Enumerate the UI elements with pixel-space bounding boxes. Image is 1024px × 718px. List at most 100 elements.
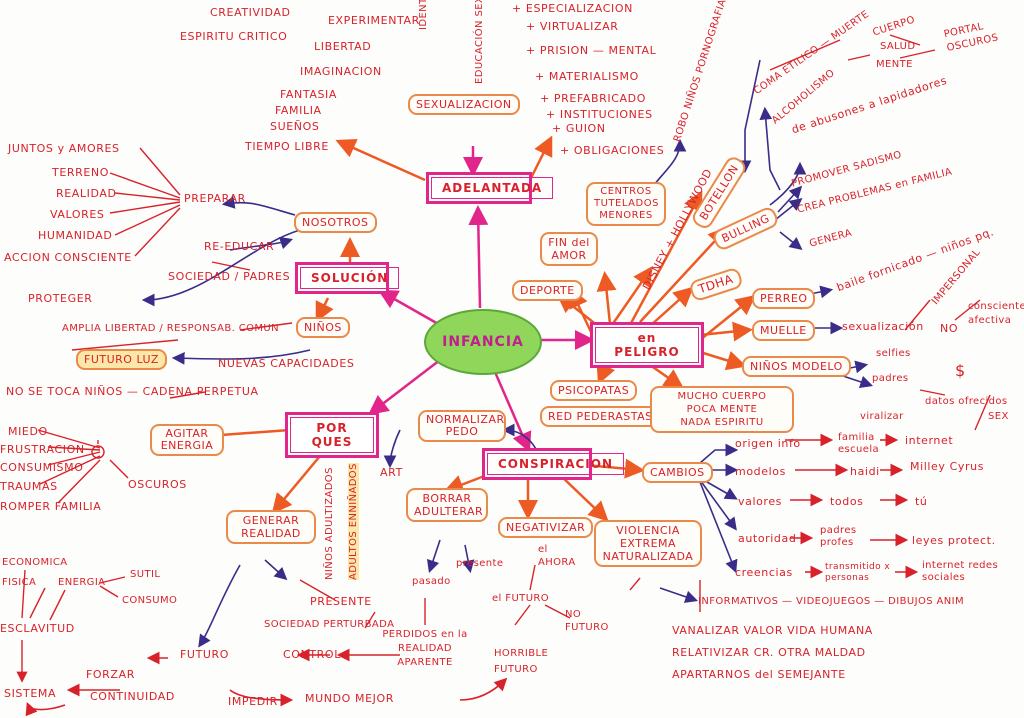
text-preparar: PREPARAR — [184, 192, 246, 205]
text-terreno: TERRENO — [52, 166, 109, 179]
text-fisica: FISICA — [2, 577, 37, 588]
text-datos-ofrecidos: datos ofrecidos — [925, 396, 1008, 407]
text-el-ahora: el AHORA — [538, 544, 576, 568]
text-consumo: CONSUMO — [122, 595, 178, 606]
text-sociedad-padres: SOCIEDAD / PADRES — [168, 270, 291, 283]
node-violencia[interactable]: VIOLENCIA EXTREMA NATURALIZADA — [594, 520, 702, 567]
text-sutil: SUTIL — [130, 569, 161, 580]
center-node-infancia[interactable]: INFANCIA — [424, 309, 542, 375]
text-accion-consciente: ACCION CONSCIENTE — [4, 251, 132, 264]
text-prision-mental: + PRISION — MENTAL — [526, 44, 657, 57]
text-prefabricado: + PREFABRICADO — [540, 92, 646, 105]
node-normalizar-pedo[interactable]: NORMALIZAR PEDO — [418, 410, 506, 442]
text-familia: FAMILIA — [275, 104, 322, 117]
node-generar-realidad[interactable]: GENERAR REALIDAD — [226, 510, 316, 544]
text-juntos-amores: JUNTOS y AMORES — [8, 142, 120, 155]
node-por-ques[interactable]: POR QUES — [285, 412, 379, 458]
node-solucion[interactable]: SOLUCIÓN — [295, 262, 400, 294]
text-educacion-sexual: EDUCACIÓN SEXUAL — [474, 0, 485, 84]
text-energia: ENERGIA — [58, 577, 106, 588]
text-forzar: FORZAR — [86, 668, 135, 681]
node-sexualizacion[interactable]: SEXUALIZACION — [408, 94, 520, 115]
oscuros-sun-icon — [91, 440, 105, 459]
text-no-se-toca: NO SE TOCA NIÑOS — CADENA PERPETUA — [6, 385, 259, 398]
text-padres-p: padres — [872, 373, 909, 384]
text-el-futuro: el FUTURO — [492, 593, 550, 604]
text-tiempo-libre: TIEMPO LIBRE — [245, 140, 329, 153]
node-muelle[interactable]: MUELLE — [752, 320, 815, 341]
text-traumas: TRAUMAS — [0, 480, 58, 493]
text-salud: SALUD — [880, 41, 916, 52]
text-autoridad: autoridad — [738, 532, 797, 545]
node-nosotros[interactable]: NOSOTROS — [294, 212, 377, 233]
text-nuevas-capacidades: NUEVAS CAPACIDADES — [218, 357, 355, 370]
text-sex: SEX — [988, 411, 1009, 422]
text-sexualizacion-p: sexualización — [842, 320, 924, 333]
text-consumismo: CONSUMISMO — [0, 461, 84, 474]
node-futuro-luz[interactable]: FUTURO LUZ — [76, 349, 167, 370]
text-oscuros: OSCUROS — [128, 478, 187, 491]
text-dollar: $ — [955, 361, 966, 380]
text-presente-c: presente — [456, 558, 504, 569]
text-informativos: INFORMATIVOS — VIDEOJUEGOS — DIBUJOS ANI… — [698, 596, 965, 607]
node-psicopatas[interactable]: PSICOPATAS — [550, 380, 638, 401]
node-perreo[interactable]: PERREO — [752, 288, 816, 309]
text-virtualizar: + VIRTUALIZAR — [526, 20, 619, 33]
text-internet-1: internet — [905, 434, 954, 447]
text-adultos-enninados: ADULTOS ENNIÑADOS — [348, 463, 359, 580]
node-centros-tutelados[interactable]: CENTROS TUTELADOS MENORES — [586, 182, 666, 226]
node-deporte[interactable]: DEPORTE — [512, 280, 583, 301]
node-mucho-cuerpo[interactable]: MUCHO CUERPO POCA MENTE NADA ESPIRITU — [650, 386, 794, 433]
text-especializacion: + ESPECIALIZACION — [512, 2, 633, 15]
text-mucho-cuerpo: MUCHO CUERPO — [677, 391, 767, 402]
text-guion: + GUION — [552, 122, 606, 135]
text-ninos-adultizados: NIÑOS ADULTIZADOS — [324, 467, 335, 580]
text-humanidad: HUMANIDAD — [38, 229, 113, 242]
text-materialismo: + MATERIALISMO — [535, 70, 639, 83]
text-origen-info: origen info — [735, 437, 801, 450]
node-negativizar[interactable]: NEGATIVIZAR — [498, 517, 594, 538]
text-identificacion-genero: IDENTIFICACION GENERO — [418, 0, 429, 30]
text-economica: ECONOMICA — [2, 557, 68, 568]
text-libertad: LIBERTAD — [314, 40, 372, 53]
text-haidi: haidi — [850, 465, 880, 478]
text-art: ART — [380, 466, 403, 479]
text-obligaciones: + OBLIGACIONES — [560, 144, 665, 157]
text-perdidos: PERDIDOS en la REALIDAD APARENTE — [382, 629, 468, 668]
node-borrar-adulterar[interactable]: BORRAR ADULTERAR — [406, 488, 488, 522]
text-viralizar: viralizar — [860, 411, 904, 422]
text-imaginacion: IMAGINACION — [300, 65, 382, 78]
text-padres-profes: padres profes — [820, 525, 857, 548]
text-presente: PRESENTE — [310, 595, 372, 608]
node-ninos[interactable]: NIÑOS — [296, 317, 350, 338]
text-creencias: creencias — [735, 566, 793, 579]
node-en-peligro[interactable]: en PELIGRO — [590, 322, 704, 368]
text-experimentar: EXPERIMENTAR — [328, 14, 420, 27]
text-realidad: REALIDAD — [56, 187, 117, 200]
text-leyes-protect: leyes protect. — [912, 534, 996, 547]
text-nada-espiritu: NADA ESPIRITU — [680, 417, 764, 428]
node-cambios[interactable]: CAMBIOS — [642, 462, 713, 483]
text-futuro: FUTURO — [180, 648, 230, 661]
node-agitar-energia[interactable]: AGITAR ENERGIA — [150, 424, 224, 456]
text-romper-familia: ROMPER FAMILIA — [0, 500, 102, 513]
text-transmitido: transmitido x personas — [825, 562, 891, 583]
text-modelos: modelos — [735, 465, 786, 478]
node-ninos-modelo[interactable]: NIÑOS MODELO — [742, 356, 851, 377]
node-conspiracion[interactable]: CONSPIRACION — [482, 448, 624, 480]
text-familia-escuela: familia escuela — [838, 432, 880, 455]
text-espiritu-critico: ESPIRITU CRITICO — [180, 30, 288, 43]
text-horrible-futuro: HORRIBLE FUTURO — [494, 648, 549, 675]
text-no-futuro: NO FUTURO — [565, 609, 609, 633]
text-control: CONTROL — [283, 648, 341, 661]
node-red-pederastas[interactable]: RED PEDERASTAS — [540, 406, 661, 427]
node-fin-amor[interactable]: FIN del AMOR — [540, 232, 598, 266]
text-re-educar: RE-EDUCAR — [204, 240, 275, 253]
node-adelantada[interactable]: ADELANTADA — [426, 172, 554, 204]
text-frustracion: FRUSTRACION — [0, 443, 85, 456]
text-tu: tú — [915, 495, 928, 508]
text-valores: VALORES — [50, 208, 105, 221]
text-sociedad-perturbada: SOCIEDAD PERTURBADA — [264, 619, 395, 630]
text-apartarnos: APARTARNOS del SEMEJANTE — [672, 668, 846, 681]
